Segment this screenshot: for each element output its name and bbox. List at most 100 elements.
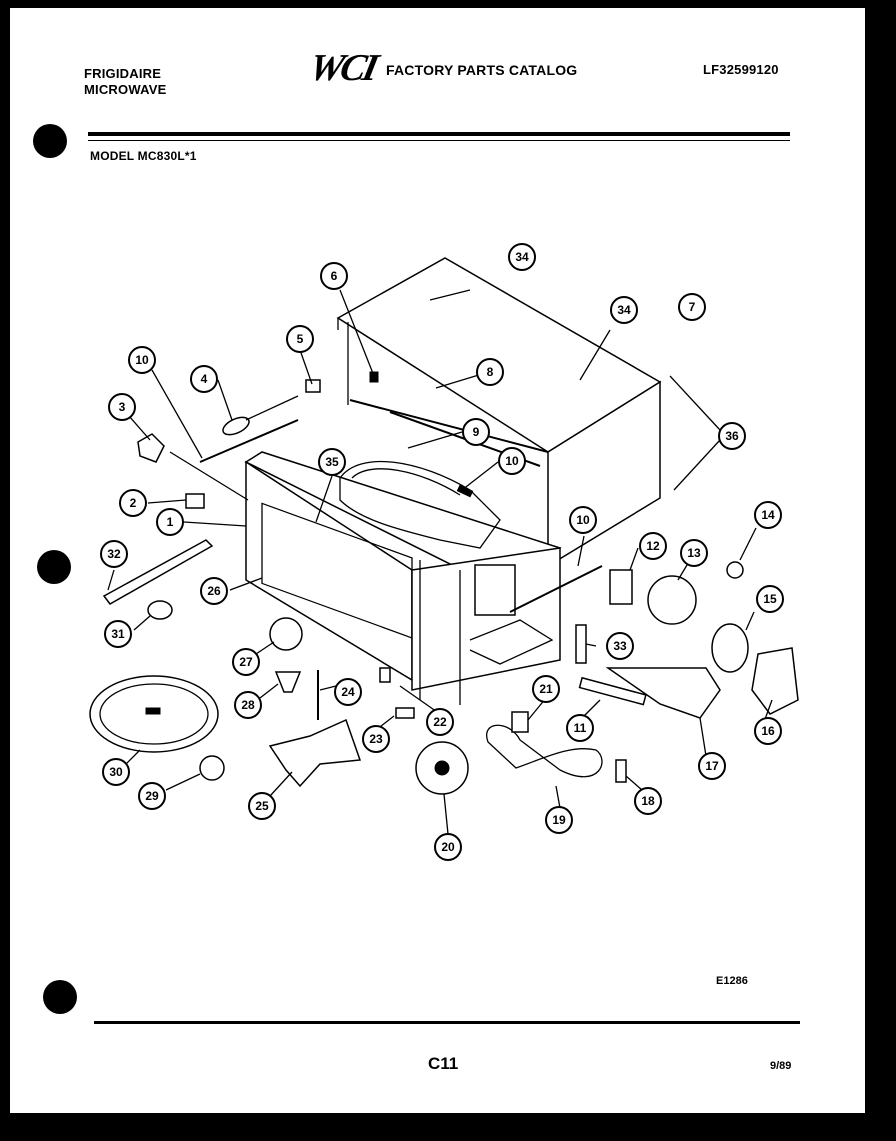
callout-4: 4 [190, 365, 218, 393]
callout-number: 34 [617, 303, 631, 317]
callout-number: 10 [576, 513, 590, 527]
callout-2: 2 [119, 489, 147, 517]
callout-bubble [569, 506, 597, 534]
callout-32: 32 [100, 540, 128, 568]
callout-15: 15 [756, 585, 784, 613]
callout-number: 2 [130, 496, 137, 510]
callout-bubble [610, 296, 638, 324]
callout-number: 14 [761, 508, 775, 522]
callout-number: 4 [201, 372, 208, 386]
binder-hole-top [33, 124, 67, 158]
callout-13: 13 [680, 539, 708, 567]
callout-number: 30 [109, 765, 123, 779]
callout-number: 10 [505, 454, 519, 468]
callout-16: 16 [754, 717, 782, 745]
callout-bubble [128, 346, 156, 374]
callout-number: 31 [111, 627, 125, 641]
callout-number: 35 [325, 455, 339, 469]
callout-bubble [100, 540, 128, 568]
cavity-frame [244, 399, 603, 705]
callout-29: 29 [138, 782, 166, 810]
footer-rule [94, 1021, 800, 1024]
callout-bubble [698, 752, 726, 780]
catalog-number: LF32599120 [703, 62, 779, 77]
callout-bubble [434, 833, 462, 861]
callout-bubble [138, 782, 166, 810]
callout-number: 9 [473, 425, 480, 439]
exploded-parts [89, 289, 799, 795]
callout-number: 34 [515, 250, 529, 264]
header-rule-thick [88, 132, 790, 136]
callout-21: 21 [532, 675, 560, 703]
callout-bubble [476, 358, 504, 386]
callout-34: 34 [610, 296, 638, 324]
callout-number: 15 [763, 592, 777, 606]
callout-bubble [718, 422, 746, 450]
callout-number: 22 [433, 715, 447, 729]
callout-number: 27 [239, 655, 253, 669]
callout-25: 25 [248, 792, 276, 820]
callout-bubble [108, 393, 136, 421]
callout-bubble [119, 489, 147, 517]
callout-bubble [566, 714, 594, 742]
page-date: 9/89 [770, 1060, 792, 1072]
callout-bubble [462, 418, 490, 446]
callout-number: 17 [705, 759, 719, 773]
callout-35: 35 [318, 448, 346, 476]
callout-20: 20 [434, 833, 462, 861]
callout-bubble [102, 758, 130, 786]
callout-bubble [362, 725, 390, 753]
callout-7: 7 [678, 293, 706, 321]
callout-bubble [634, 787, 662, 815]
callout-bubble [318, 448, 346, 476]
brand-line-1: FRIGIDAIRE [84, 66, 162, 81]
callout-number: 10 [135, 353, 149, 367]
callout-10: 10 [498, 447, 526, 475]
callout-17: 17 [698, 752, 726, 780]
callout-23: 23 [362, 725, 390, 753]
callout-bubble [426, 708, 454, 736]
callout-number: 19 [552, 813, 566, 827]
callout-bubble [232, 648, 260, 676]
callout-number: 16 [761, 724, 775, 738]
callout-bubble [334, 678, 362, 706]
callout-bubble [639, 532, 667, 560]
callout-bubble [756, 585, 784, 613]
brand-line-2: MICROWAVE [84, 82, 167, 97]
callout-bubble [532, 675, 560, 703]
callout-number: 23 [369, 732, 383, 746]
callout-bubble [156, 508, 184, 536]
leader-lines [107, 289, 773, 835]
callout-11: 11 [566, 714, 594, 742]
callout-number: 13 [687, 546, 701, 560]
callout-3: 3 [108, 393, 136, 421]
callout-number: 7 [689, 300, 696, 314]
callout-number: 1 [167, 515, 174, 529]
callout-8: 8 [476, 358, 504, 386]
callout-bubble [190, 365, 218, 393]
callout-22: 22 [426, 708, 454, 736]
callout-bubble [606, 632, 634, 660]
callout-bubble [545, 806, 573, 834]
callout-number: 26 [207, 584, 221, 598]
callout-bubble [248, 792, 276, 820]
catalog-page [10, 8, 865, 1113]
header-rule-thin [88, 140, 790, 141]
callout-number: 32 [107, 547, 121, 561]
callout-bubble [320, 262, 348, 290]
callout-31: 31 [104, 620, 132, 648]
callout-34: 34 [508, 243, 536, 271]
catalog-title: FACTORY PARTS CATALOG [386, 62, 578, 78]
callout-number: 18 [641, 794, 655, 808]
callout-28: 28 [234, 691, 262, 719]
callout-bubble [104, 620, 132, 648]
callout-number: 36 [725, 429, 739, 443]
callout-27: 27 [232, 648, 260, 676]
callout-30: 30 [102, 758, 130, 786]
drawing-code: E1286 [716, 975, 748, 987]
callout-1: 1 [156, 508, 184, 536]
callout-number: 12 [646, 539, 660, 553]
callout-14: 14 [754, 501, 782, 529]
